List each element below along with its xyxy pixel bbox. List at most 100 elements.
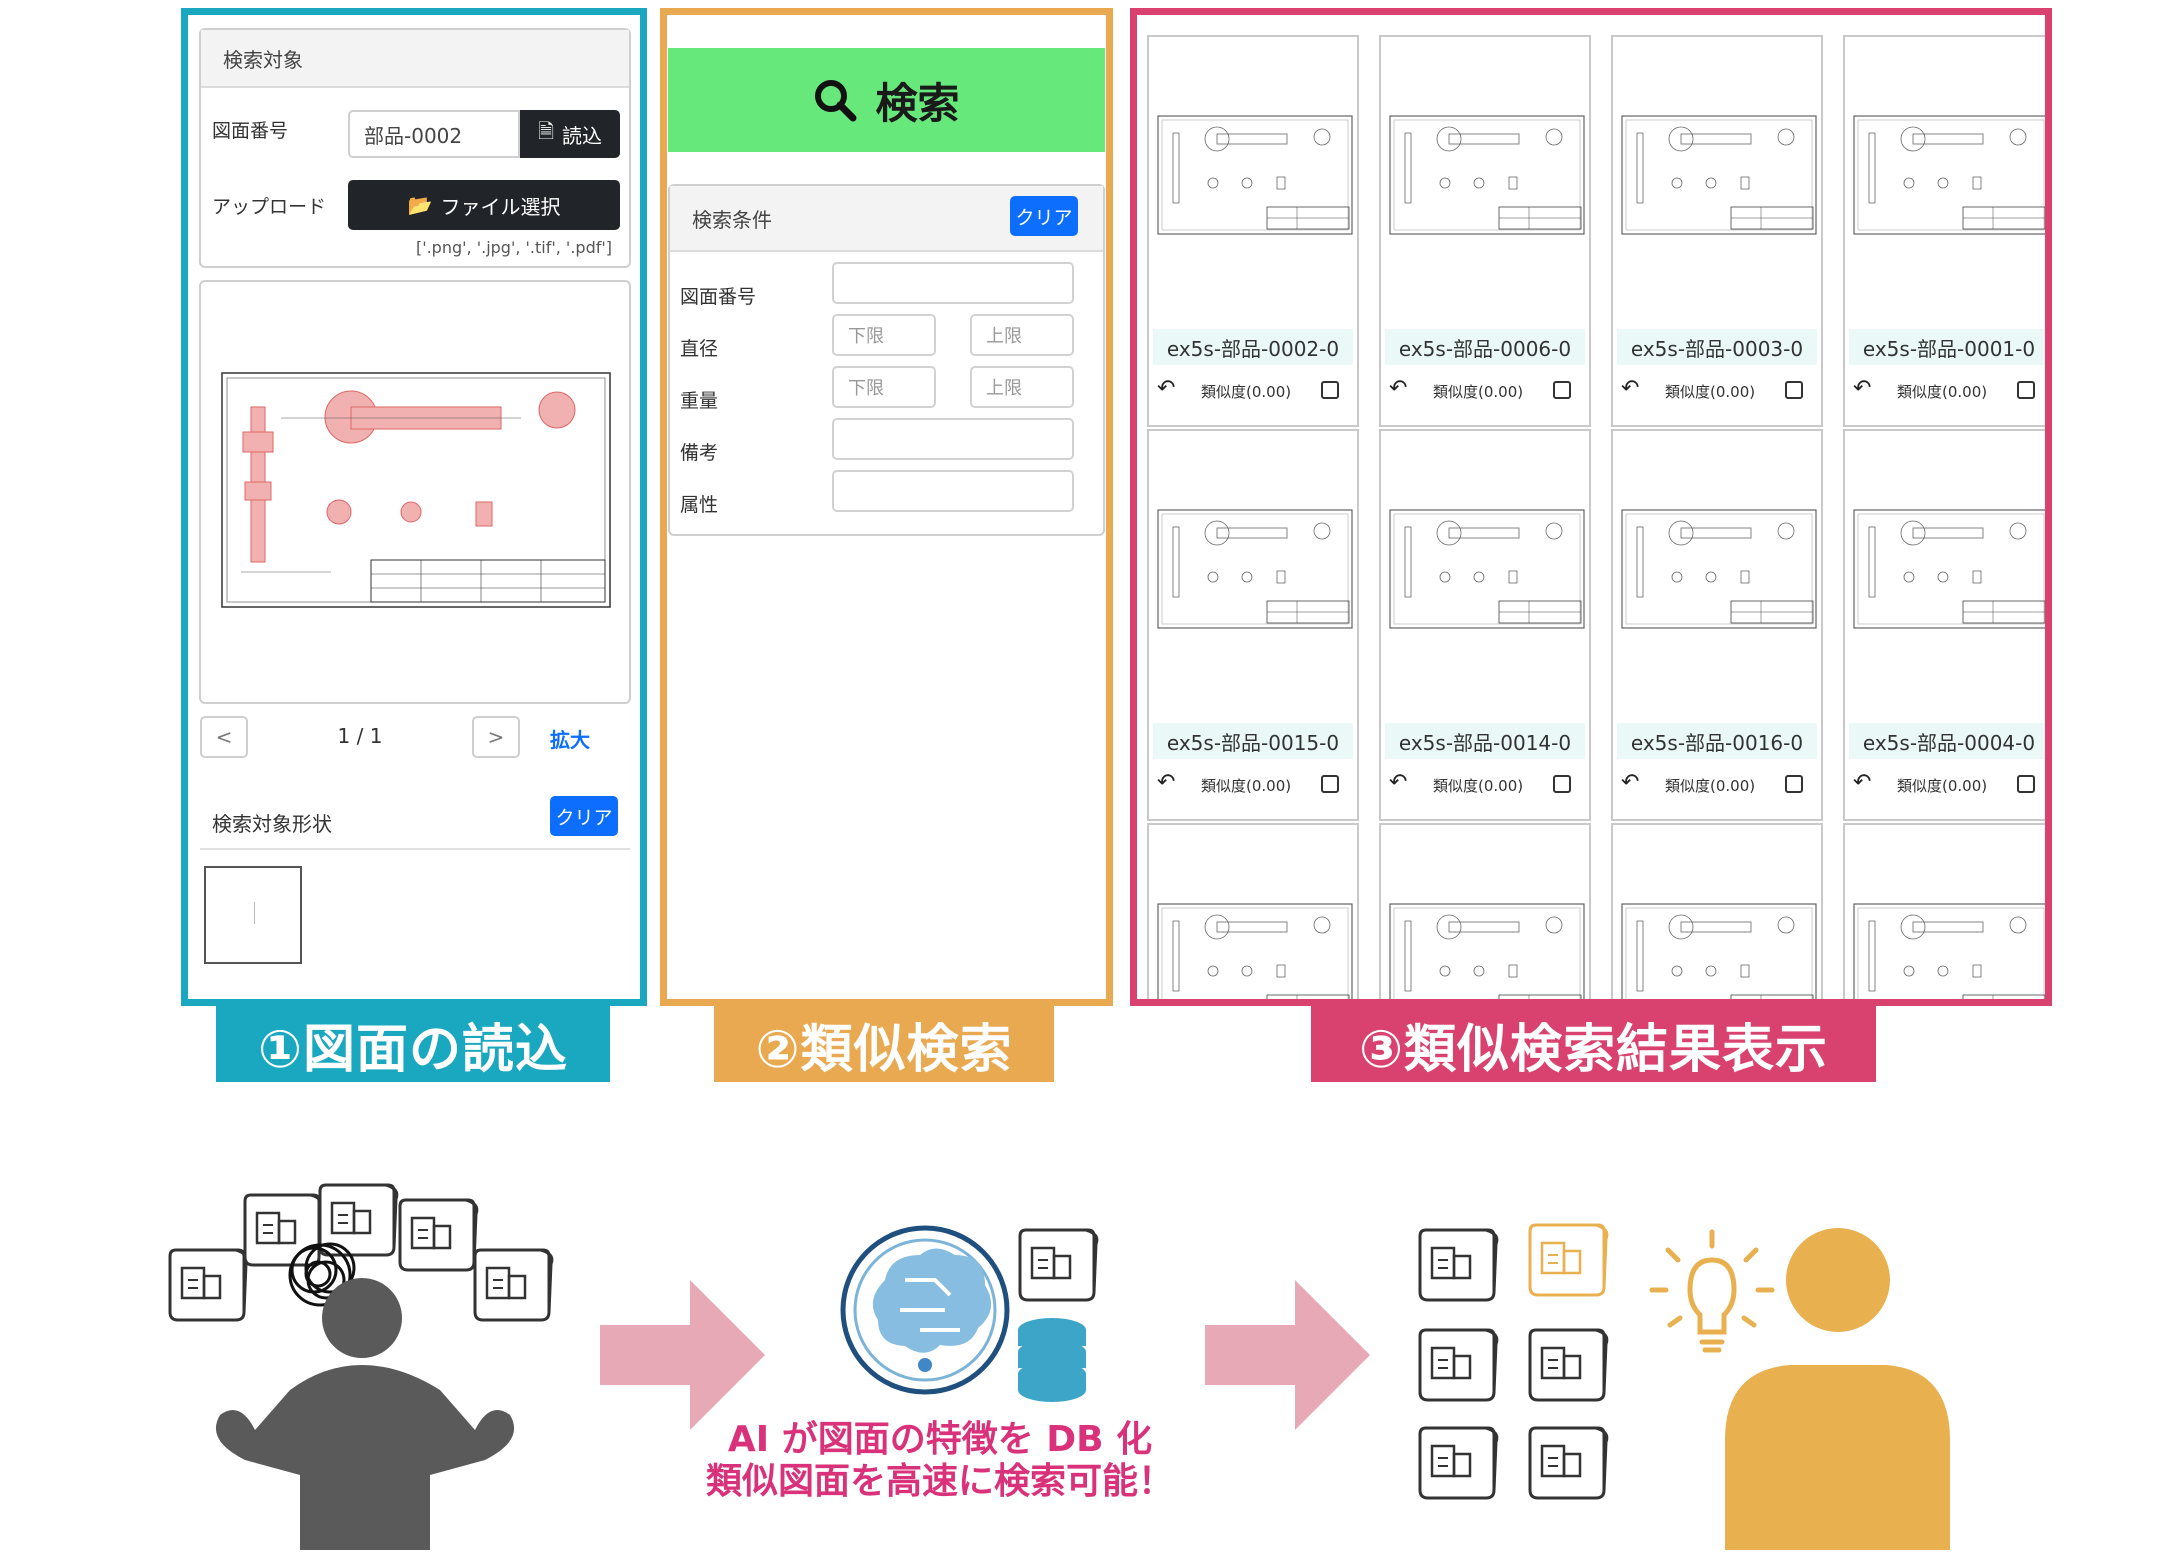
result-thumbnail (1853, 115, 2045, 235)
result-name: ex5s-部品-0001-0 (1849, 329, 2045, 365)
result-card[interactable] (1843, 823, 2045, 999)
undo-icon[interactable]: ↶ (1853, 770, 1872, 795)
banner-step1: ①図面の読込 (216, 1006, 610, 1082)
banner-step3: ③類似検索結果表示 (1311, 1006, 1876, 1082)
diameter-max-field[interactable]: 上限 (970, 314, 1074, 356)
arrow-right-icon-2 (1205, 1280, 1370, 1430)
result-card[interactable]: ex5s-部品-0016-0 ↶ 類似度(0.00) (1611, 429, 1823, 821)
field-label-remarks: 備考 (680, 442, 719, 464)
shape-mark (254, 902, 255, 924)
pager-next-button[interactable]: > (472, 716, 520, 758)
similarity-label: 類似度(0.00) (1201, 777, 1292, 795)
result-name: ex5s-部品-0016-0 (1617, 723, 1817, 759)
file-select-label: ファイル選択 (440, 194, 561, 219)
undo-icon[interactable]: ↶ (1157, 770, 1176, 795)
result-card[interactable]: ex5s-部品-0002-0 ↶ 類似度(0.00) (1147, 35, 1359, 427)
document-grid-icon (1418, 1223, 1609, 1500)
drawing-preview (199, 280, 631, 704)
undo-icon[interactable]: ↶ (1853, 376, 1872, 401)
caption-line2: 類似図面を高速に検索可能！ (705, 1461, 1174, 1502)
file-types-hint: ['.png', '.jpg', '.tif', '.pdf'] (415, 238, 612, 257)
file-icon: 🗎 (537, 119, 555, 143)
similarity-label: 類似度(0.00) (1665, 777, 1756, 795)
result-footer: ↶ 類似度(0.00) (1385, 373, 1585, 409)
drawing-preview-image (221, 372, 611, 608)
result-card[interactable]: ex5s-部品-0006-0 ↶ 類似度(0.00) (1379, 35, 1591, 427)
result-card[interactable]: ex5s-部品-0004-0 ↶ 類似度(0.00) (1843, 429, 2045, 821)
result-thumbnail (1621, 903, 1817, 999)
result-footer: ↶ 類似度(0.00) (1617, 767, 1817, 803)
upload-label: アップロード (212, 196, 327, 218)
select-checkbox[interactable] (2017, 775, 2035, 793)
result-card[interactable] (1611, 823, 1823, 999)
file-select-button[interactable]: 📂 ファイル選択 (348, 180, 620, 230)
result-thumbnail (1621, 509, 1817, 629)
result-thumbnail (1853, 903, 2045, 999)
undo-icon[interactable]: ↶ (1389, 376, 1408, 401)
result-thumbnail (1157, 115, 1353, 235)
undo-icon[interactable]: ↶ (1621, 376, 1640, 401)
result-name: ex5s-部品-0006-0 (1385, 329, 1585, 365)
weight-max-field[interactable]: 上限 (970, 366, 1074, 408)
result-name: ex5s-部品-0004-0 (1849, 723, 2045, 759)
result-name: ex5s-部品-0002-0 (1153, 329, 1353, 365)
field-label-diameter: 直径 (680, 338, 719, 360)
banner-step2: ②類似検索 (714, 1006, 1054, 1082)
similarity-label: 類似度(0.00) (1433, 383, 1524, 401)
shape-canvas[interactable] (204, 866, 302, 964)
conditions-clear-button[interactable]: クリア (1010, 196, 1078, 236)
pager-prev-button[interactable]: < (200, 716, 248, 758)
result-card[interactable] (1147, 823, 1359, 999)
select-checkbox[interactable] (1321, 381, 1339, 399)
result-name: ex5s-部品-0003-0 (1617, 329, 1817, 365)
result-card[interactable]: ex5s-部品-0014-0 ↶ 類似度(0.00) (1379, 429, 1591, 821)
result-footer: ↶ 類似度(0.00) (1849, 373, 2045, 409)
select-checkbox[interactable] (1553, 381, 1571, 399)
result-footer: ↶ 類似度(0.00) (1617, 373, 1817, 409)
folder-icon: 📂 (407, 193, 433, 217)
result-footer: ↶ 類似度(0.00) (1849, 767, 2045, 803)
search-icon (815, 80, 857, 122)
similarity-label: 類似度(0.00) (1665, 383, 1756, 401)
database-icon (1018, 1228, 1099, 1402)
diameter-min-field[interactable]: 下限 (832, 314, 936, 356)
similarity-label: 類似度(0.00) (1897, 777, 1988, 795)
panel-search-results: ex5s-部品-0002-0 ↶ 類似度(0.00) ex5s-部品-0006-… (1130, 8, 2052, 1006)
similarity-label: 類似度(0.00) (1201, 383, 1292, 401)
drawing-no-field[interactable] (832, 262, 1074, 304)
idea-person-icon (1725, 1228, 1950, 1550)
select-checkbox[interactable] (1321, 775, 1339, 793)
select-checkbox[interactable] (1785, 381, 1803, 399)
result-card[interactable]: ex5s-部品-0001-0 ↶ 類似度(0.00) (1843, 35, 2045, 427)
result-card[interactable] (1379, 823, 1591, 999)
zoom-link[interactable]: 拡大 (550, 728, 590, 752)
select-checkbox[interactable] (2017, 381, 2035, 399)
remarks-field[interactable] (832, 418, 1074, 460)
divider (200, 848, 630, 850)
field-label-weight: 重量 (680, 390, 719, 412)
lightbulb-icon (1649, 1229, 1775, 1353)
result-name: ex5s-部品-0014-0 (1385, 723, 1585, 759)
result-thumbnail (1157, 903, 1353, 999)
result-card[interactable]: ex5s-部品-0003-0 ↶ 類似度(0.00) (1611, 35, 1823, 427)
field-label-attribute: 属性 (680, 494, 719, 516)
load-button-label: 読込 (562, 123, 603, 148)
result-thumbnail (1389, 903, 1585, 999)
result-card[interactable]: ex5s-部品-0015-0 ↶ 類似度(0.00) (1147, 429, 1359, 821)
shape-clear-button[interactable]: クリア (550, 796, 618, 836)
search-button[interactable]: 検索 (668, 48, 1105, 152)
arrow-right-icon (600, 1280, 765, 1430)
undo-icon[interactable]: ↶ (1157, 376, 1176, 401)
select-checkbox[interactable] (1785, 775, 1803, 793)
result-thumbnail (1157, 509, 1353, 629)
weight-min-field[interactable]: 下限 (832, 366, 936, 408)
drawing-no-input[interactable]: 部品-0002 (348, 110, 520, 158)
result-thumbnail (1621, 115, 1817, 235)
attribute-field[interactable] (832, 470, 1074, 512)
select-checkbox[interactable] (1553, 775, 1571, 793)
undo-icon[interactable]: ↶ (1621, 770, 1640, 795)
load-button[interactable]: 🗎 読込 (520, 110, 620, 158)
result-thumbnail (1853, 509, 2045, 629)
undo-icon[interactable]: ↶ (1389, 770, 1408, 795)
result-footer: ↶ 類似度(0.00) (1153, 373, 1353, 409)
